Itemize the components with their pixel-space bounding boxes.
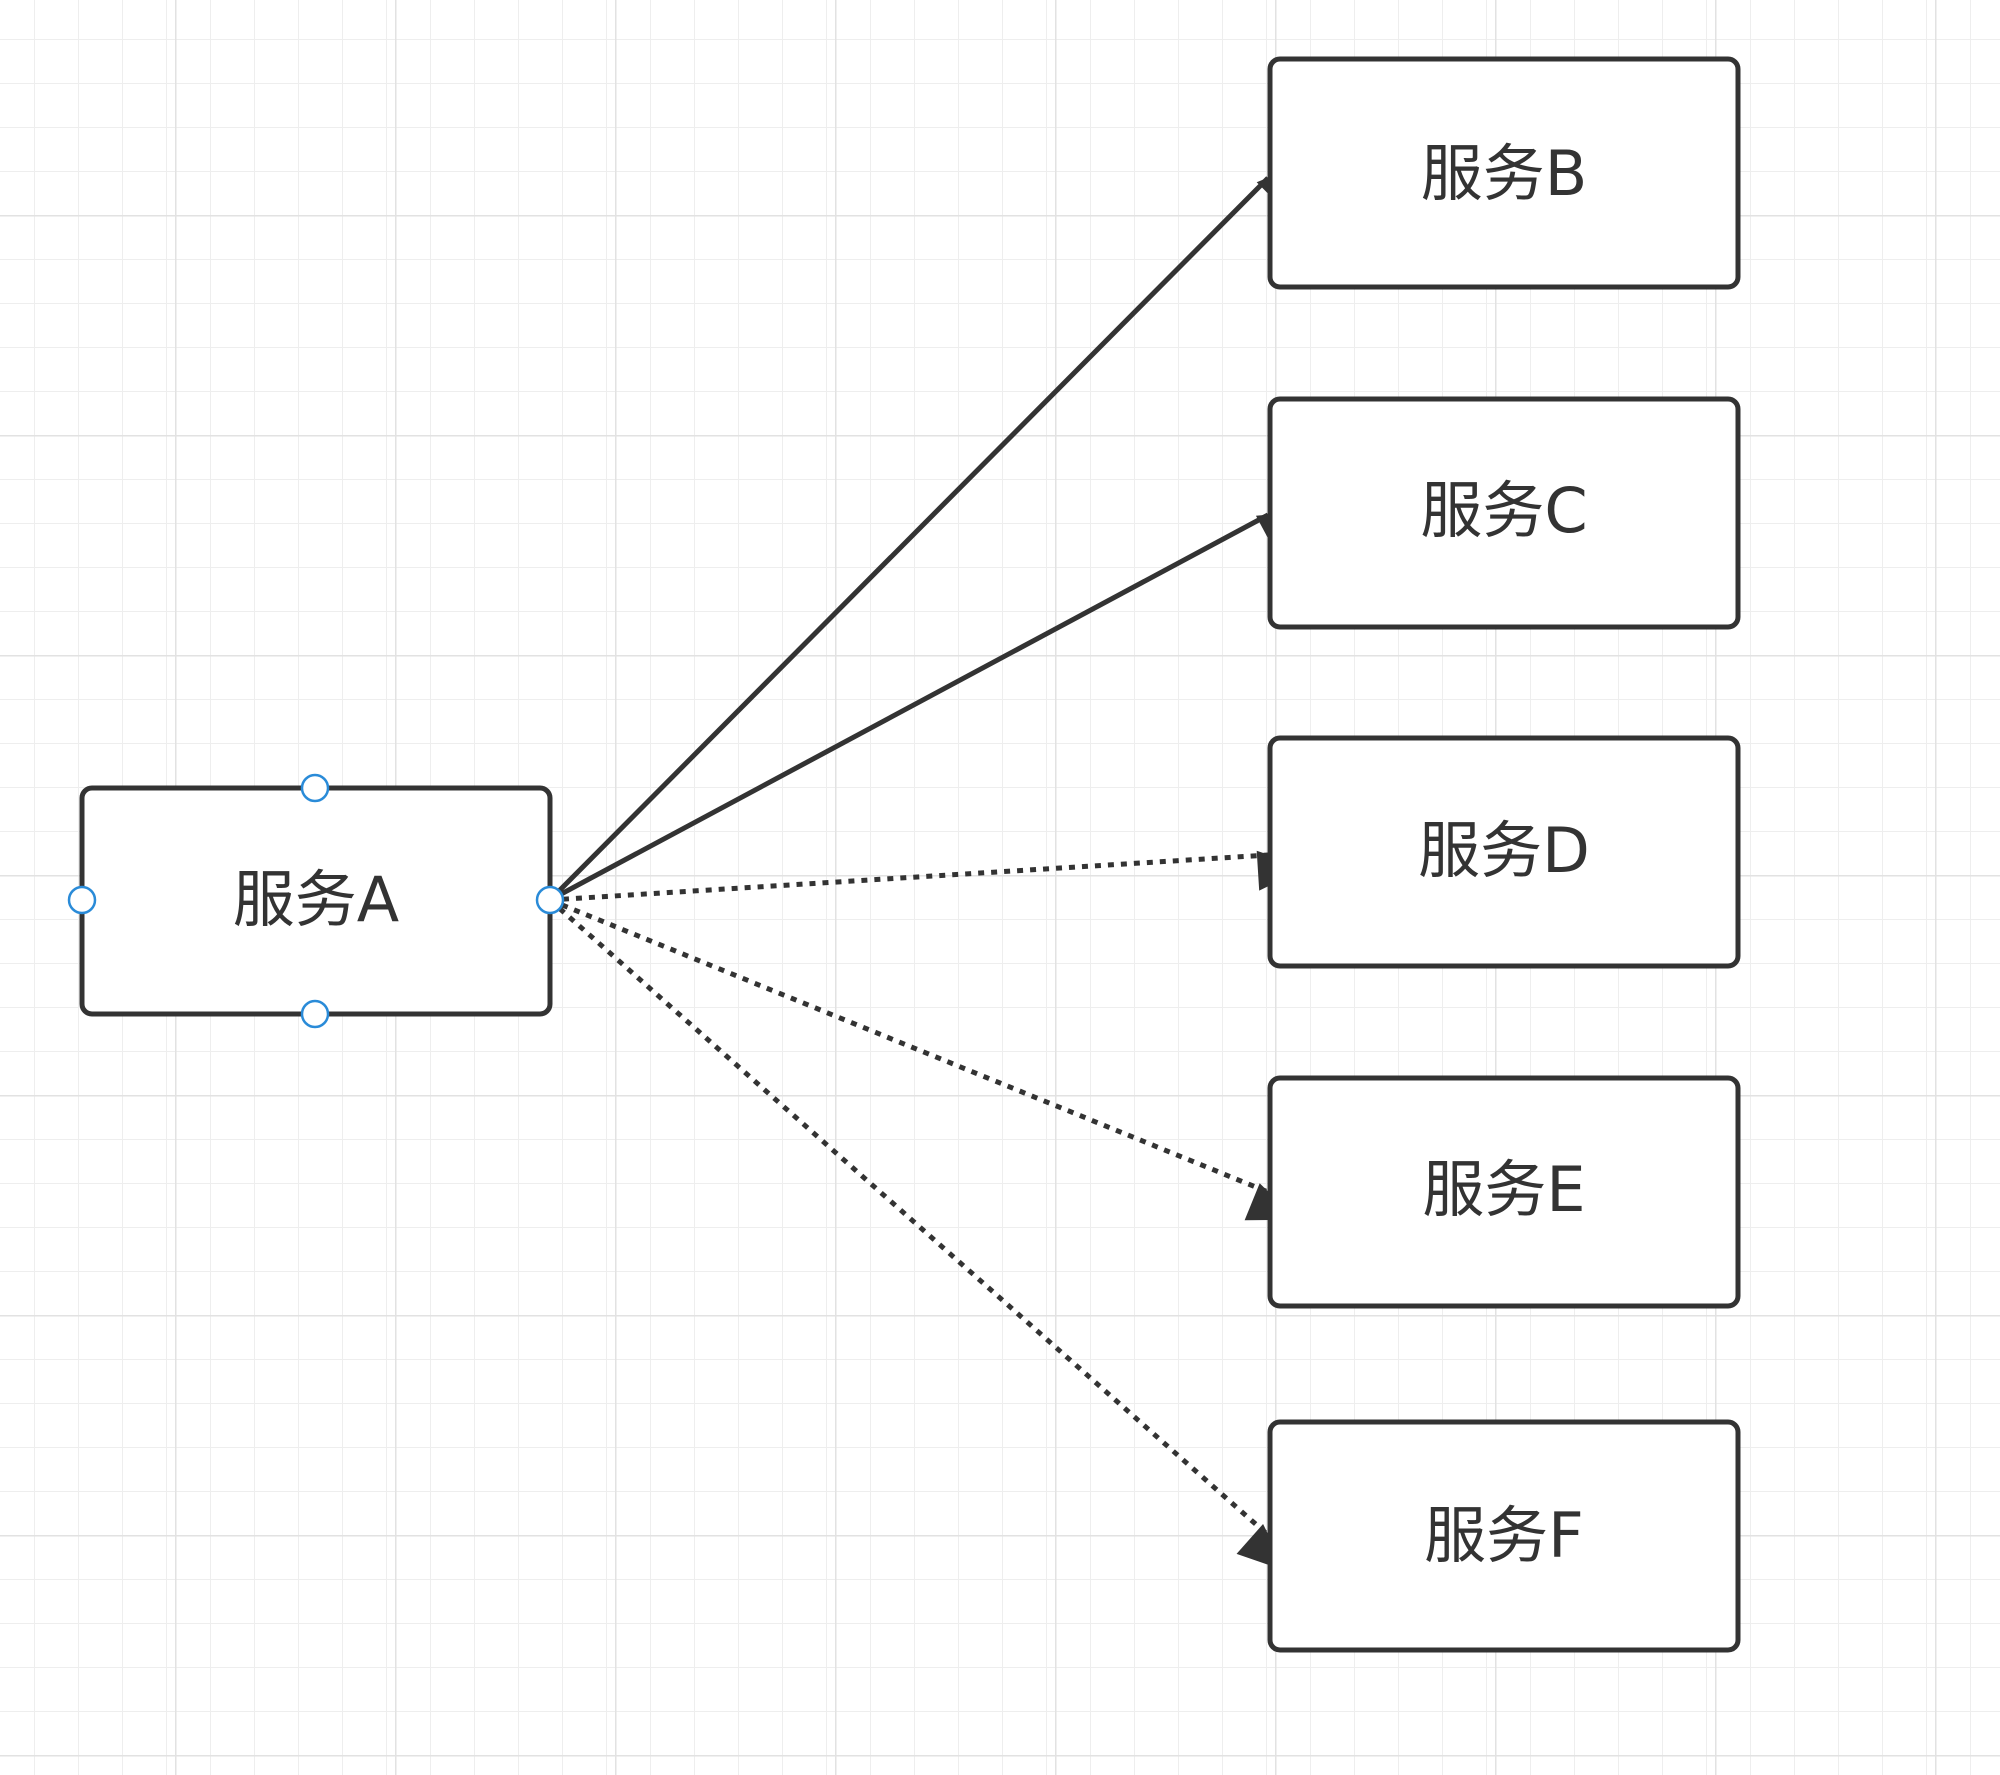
connection-handle-right[interactable] xyxy=(535,885,565,915)
node-service-b[interactable]: 服务B xyxy=(1267,56,1741,290)
node-service-d[interactable]: 服务D xyxy=(1267,735,1741,969)
node-service-e-label: 服务E xyxy=(1422,1153,1585,1226)
selection-handles xyxy=(67,773,565,1029)
edge-a-to-f[interactable] xyxy=(548,898,1286,1571)
connection-handle-bottom[interactable] xyxy=(300,999,330,1029)
node-service-c[interactable]: 服务C xyxy=(1267,396,1741,630)
node-service-e[interactable]: 服务E xyxy=(1267,1075,1741,1309)
node-service-f-label: 服务F xyxy=(1424,1499,1584,1572)
edges xyxy=(548,162,1308,1571)
node-service-c-label: 服务C xyxy=(1420,474,1587,547)
node-service-a[interactable]: 服务A xyxy=(79,785,553,1017)
edge-a-to-c[interactable] xyxy=(548,510,1308,903)
connection-handle-left[interactable] xyxy=(67,885,97,915)
node-service-f[interactable]: 服务F xyxy=(1267,1419,1741,1653)
node-service-b-label: 服务B xyxy=(1421,137,1588,210)
edge-a-to-d[interactable] xyxy=(549,850,1306,903)
connection-handle-top[interactable] xyxy=(300,773,330,803)
edge-a-to-b[interactable] xyxy=(548,162,1305,902)
node-service-a-label: 服务A xyxy=(233,863,399,936)
node-service-d-label: 服务D xyxy=(1418,814,1590,887)
